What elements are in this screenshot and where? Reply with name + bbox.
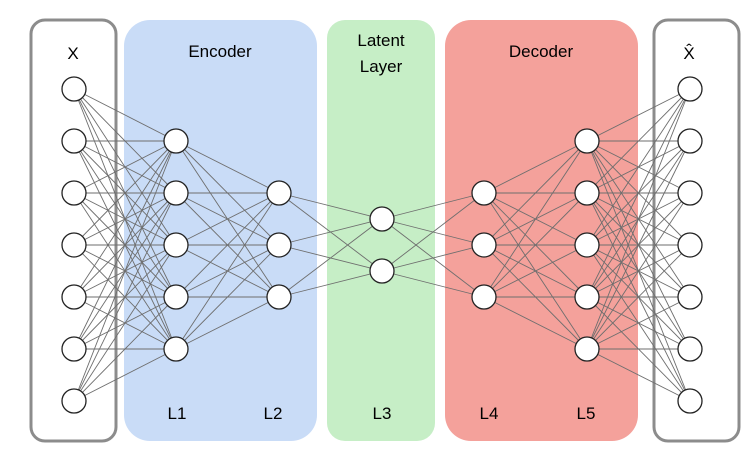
output-title: X̂ xyxy=(683,43,694,63)
edge-L5-2-to-output-1 xyxy=(586,88,691,194)
layer-label-l4: L4 xyxy=(480,404,499,423)
node-input-4 xyxy=(61,232,87,258)
edge-L2-3-to-L3-2 xyxy=(278,270,383,298)
edge-L1-1-to-L2-1 xyxy=(175,140,280,194)
layer-label-l3: L3 xyxy=(373,404,392,423)
node-L5-3 xyxy=(574,232,600,258)
edge-L4-2-to-L5-1 xyxy=(483,140,588,246)
input-box xyxy=(29,18,118,443)
edge-L1-5-to-L2-1 xyxy=(175,192,280,350)
node-output-3 xyxy=(677,180,703,206)
edge-L4-1-to-L5-1 xyxy=(483,140,588,194)
edge-L1-4-to-L2-1 xyxy=(175,192,280,298)
edge-L4-3-to-L5-5 xyxy=(483,296,588,350)
edge-input-7-to-L1-1 xyxy=(73,140,177,402)
edge-input-5-to-L1-1 xyxy=(73,140,177,298)
node-L3-2 xyxy=(369,258,395,284)
edge-L3-2-to-L4-2 xyxy=(381,244,485,272)
node-output-4 xyxy=(677,232,703,258)
encoder-title: Encoder xyxy=(188,42,252,61)
edge-L5-5-to-output-2 xyxy=(586,140,691,350)
edge-L5-1-to-output-1 xyxy=(586,88,691,142)
edge-input-6-to-L1-1 xyxy=(73,140,177,350)
node-L1-5 xyxy=(163,336,189,362)
node-L1-3 xyxy=(163,232,189,258)
edge-L4-3-to-L5-3 xyxy=(483,244,588,298)
edge-group xyxy=(73,88,691,402)
edge-L2-3-to-L3-1 xyxy=(278,218,383,298)
edge-L1-3-to-L2-1 xyxy=(175,192,280,246)
node-L4-1 xyxy=(471,180,497,206)
edge-input-7-to-L1-4 xyxy=(73,296,177,402)
decoder-region xyxy=(445,20,638,441)
edge-L3-2-to-L4-1 xyxy=(381,192,485,272)
node-L4-2 xyxy=(471,232,497,258)
node-group xyxy=(61,76,703,414)
node-input-2 xyxy=(61,128,87,154)
node-output-2 xyxy=(677,128,703,154)
layer-label-l5: L5 xyxy=(577,404,596,423)
edge-L1-5-to-L2-2 xyxy=(175,244,280,350)
edge-input-1-to-L1-1 xyxy=(73,88,177,142)
node-L5-1 xyxy=(574,128,600,154)
edge-L5-5-to-output-1 xyxy=(586,88,691,350)
edge-L5-5-to-output-5 xyxy=(586,296,691,350)
edge-L2-2-to-L3-1 xyxy=(278,218,383,246)
decoder-title: Decoder xyxy=(509,42,574,61)
node-output-1 xyxy=(677,76,703,102)
edge-L5-3-to-output-1 xyxy=(586,88,691,246)
node-L5-4 xyxy=(574,284,600,310)
edge-L4-3-to-L5-1 xyxy=(483,140,588,298)
edge-L5-5-to-output-7 xyxy=(586,348,691,402)
edge-L3-2-to-L4-3 xyxy=(381,270,485,298)
node-L1-1 xyxy=(163,128,189,154)
node-L5-2 xyxy=(574,180,600,206)
layer-label-l1: L1 xyxy=(168,404,187,423)
node-L3-1 xyxy=(369,206,395,232)
node-L1-2 xyxy=(163,180,189,206)
edge-L5-4-to-output-1 xyxy=(586,88,691,298)
edge-L3-1-to-L4-1 xyxy=(381,192,485,220)
node-L2-3 xyxy=(266,284,292,310)
edge-L5-5-to-output-4 xyxy=(586,244,691,350)
edge-L1-5-to-L2-3 xyxy=(175,296,280,350)
node-output-5 xyxy=(677,284,703,310)
node-output-7 xyxy=(677,388,703,414)
edge-input-7-to-L1-5 xyxy=(73,348,177,402)
node-L2-1 xyxy=(266,180,292,206)
node-L1-4 xyxy=(163,284,189,310)
node-output-6 xyxy=(677,336,703,362)
layer-label-l2: L2 xyxy=(264,404,283,423)
latent-title-line1: Latent xyxy=(357,31,405,50)
edge-input-7-to-L1-2 xyxy=(73,192,177,402)
node-input-3 xyxy=(61,180,87,206)
node-L4-3 xyxy=(471,284,497,310)
latent-title-line2: Layer xyxy=(360,57,403,76)
node-input-1 xyxy=(61,76,87,102)
node-L2-2 xyxy=(266,232,292,258)
node-input-5 xyxy=(61,284,87,310)
encoder-region xyxy=(124,20,317,441)
edge-input-4-to-L1-1 xyxy=(73,140,177,246)
edge-L4-3-to-L5-2 xyxy=(483,192,588,298)
edge-input-7-to-L1-3 xyxy=(73,244,177,402)
node-input-7 xyxy=(61,388,87,414)
edge-input-3-to-L1-1 xyxy=(73,140,177,194)
edge-L5-5-to-output-3 xyxy=(586,192,691,350)
edge-L2-1-to-L3-1 xyxy=(278,192,383,220)
node-L5-5 xyxy=(574,336,600,362)
input-title: X xyxy=(67,44,78,63)
node-input-6 xyxy=(61,336,87,362)
